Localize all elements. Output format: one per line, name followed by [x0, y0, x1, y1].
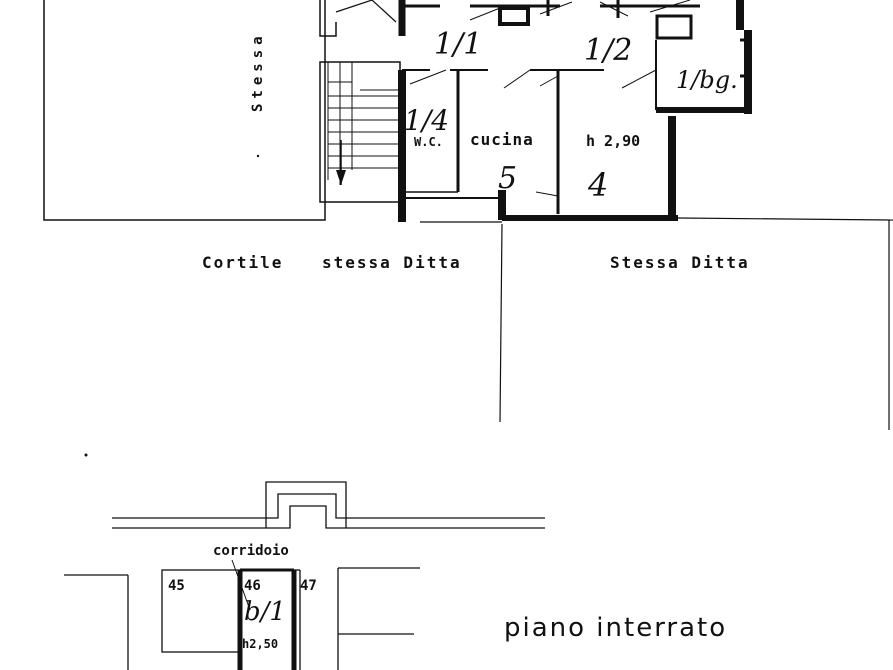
handwritten-1-2: 1/2: [584, 33, 632, 68]
wc-label: W.C.: [414, 135, 443, 149]
unit-45-label: 45: [168, 578, 185, 594]
corridor-top-upper: [112, 493, 545, 519]
right-boundary-top: [677, 217, 893, 221]
basement-plan: corridoio 45 46 47 b/1 h2,50 piano inter…: [64, 481, 727, 670]
handwritten-1-4: 1/4: [404, 104, 449, 137]
left-block-outline: [43, 0, 326, 221]
unit-46-label: 46: [244, 578, 261, 594]
handwritten-b-1: b/1: [244, 597, 286, 627]
middle-boundary-vertical: [499, 223, 503, 423]
handwritten-misc: 1/bg.: [676, 66, 738, 94]
kitchen-label: cucina: [470, 130, 534, 149]
corridor-top-lower: [112, 505, 545, 529]
height-label-top: h 2,90: [586, 132, 640, 150]
staircase: [319, 61, 401, 203]
top-plan: Stessa W.C. cucina h 2,90 5 4 1/1 1/2 1/…: [43, 0, 893, 430]
courtyard-label: Cortile: [202, 253, 283, 272]
kitchen-number: 5: [498, 161, 517, 196]
apartment-walls: [398, 0, 752, 222]
top-left-feature: [319, 0, 337, 37]
height-label-basement: h2,50: [242, 637, 278, 651]
unit-47-label: 47: [300, 578, 317, 594]
stessa-left-label: Stessa: [250, 31, 266, 112]
room-number: 4: [587, 166, 608, 204]
floor-title: piano interrato: [504, 613, 727, 643]
same-company-left-label: stessa Ditta: [322, 253, 462, 272]
corridor-label: corridoio: [213, 543, 289, 559]
handwritten-1-1: 1/1: [434, 27, 482, 62]
protrusion-outer: [265, 481, 347, 528]
same-company-right-label: Stessa Ditta: [610, 253, 750, 272]
